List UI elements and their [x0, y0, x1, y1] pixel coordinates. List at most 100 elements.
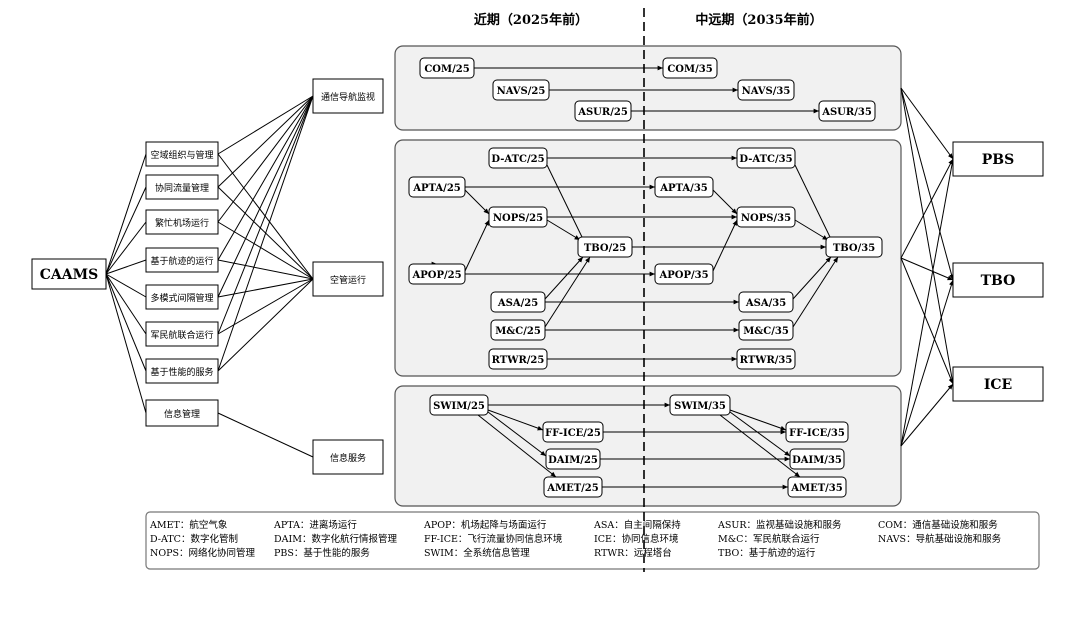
svg-text:军民航联合运行: 军民航联合运行 — [150, 329, 213, 341]
category-domain-connector — [217, 95, 314, 261]
node-amet-35: AMET/35 — [787, 476, 847, 498]
node-apop-25: APOP/25 — [408, 263, 466, 285]
root-category-connector — [105, 186, 147, 275]
category-space-org: 空域组织与管理 — [145, 141, 219, 167]
node-ffice-35: FF-ICE/35 — [785, 421, 849, 443]
node-daim-25: DAIM/25 — [545, 448, 601, 470]
svg-text:协同流量管理: 协同流量管理 — [155, 182, 209, 194]
category-domain-connector — [217, 412, 314, 458]
legend-item: RTWR：远程塔台 — [594, 547, 672, 559]
svg-text:ASA/35: ASA/35 — [745, 298, 786, 309]
node-swim-25: SWIM/25 — [429, 394, 489, 416]
root-category-connector — [105, 273, 147, 335]
svg-text:ASA/25: ASA/25 — [497, 298, 538, 309]
node-ffice-25: FF-ICE/25 — [542, 421, 604, 443]
svg-text:ICE: ICE — [984, 377, 1012, 393]
root-category-connector — [105, 273, 147, 414]
node-nops-35: NOPS/35 — [736, 206, 796, 228]
node-datc-25: D-ATC/25 — [488, 147, 548, 169]
node-asur-25: ASUR/25 — [574, 100, 632, 122]
project-arrow — [544, 256, 584, 300]
category-busy-airport: 繁忙机场运行 — [145, 209, 219, 235]
domain-cns: 通信导航监视 — [312, 78, 384, 114]
svg-text:DAIM/35: DAIM/35 — [792, 455, 842, 466]
domain-atm: 空管运行 — [312, 261, 384, 297]
svg-text:NOPS/25: NOPS/25 — [493, 213, 543, 224]
project-arrow — [794, 219, 829, 241]
legend-item: NAVS：导航基础设施和服务 — [878, 533, 1002, 545]
category-domain-connector — [217, 221, 314, 280]
svg-text:CAAMS: CAAMS — [40, 267, 98, 283]
panel-goal-arrow — [900, 257, 954, 385]
svg-text:通信导航监视: 通信导航监视 — [321, 91, 375, 103]
svg-text:D-ATC/25: D-ATC/25 — [491, 154, 544, 165]
node-tbo-25: TBO/25 — [577, 236, 633, 258]
legend-item: DAIM：数字化航行情报管理 — [274, 533, 397, 545]
category-domain-connector — [217, 95, 314, 372]
category-civil-military: 军民航联合运行 — [145, 321, 219, 347]
category-domain-connector — [217, 278, 314, 298]
near-term-heading: 近期（2025年前） — [474, 12, 588, 28]
svg-text:TBO/25: TBO/25 — [584, 243, 626, 254]
node-amet-25: AMET/25 — [543, 476, 603, 498]
node-asur-35: ASUR/35 — [818, 100, 876, 122]
category-separation-mgmt: 多模式间隔管理 — [145, 284, 219, 310]
svg-text:信息管理: 信息管理 — [164, 408, 200, 420]
legend-item: ICE：协同信息环境 — [594, 533, 679, 545]
category-domain-connector — [217, 95, 314, 298]
svg-text:ASUR/25: ASUR/25 — [577, 107, 628, 118]
category-trajectory-ops: 基于航迹的运行 — [145, 247, 219, 273]
root-category-connector — [105, 153, 147, 275]
node-swim-35: SWIM/35 — [669, 394, 731, 416]
panel-goal-arrow — [900, 158, 954, 259]
legend-item: PBS：基于性能的服务 — [274, 547, 370, 559]
category-info-mgmt: 信息管理 — [145, 399, 219, 427]
legend-panel — [145, 511, 1040, 570]
panel-goal-arrow — [900, 87, 955, 385]
domain-info: 信息服务 — [312, 439, 384, 475]
legend-item: APTA：进离场运行 — [273, 519, 357, 531]
svg-text:DAIM/25: DAIM/25 — [548, 455, 598, 466]
node-rtwr-35: RTWR/35 — [736, 348, 796, 370]
project-arrow — [729, 411, 791, 457]
svg-text:AMET/25: AMET/25 — [546, 483, 599, 494]
svg-text:RTWR/25: RTWR/25 — [492, 355, 545, 366]
legend-item: ASUR：监视基础设施和服务 — [717, 519, 842, 531]
legend-item: TBO：基于航迹的运行 — [718, 547, 816, 559]
category-flow-mgmt: 协同流量管理 — [145, 174, 219, 200]
project-arrow — [477, 414, 557, 478]
category-domain-connector — [217, 278, 314, 335]
node-asa-35: ASA/35 — [738, 291, 794, 313]
root-category-connector — [105, 259, 147, 275]
legend-item: D-ATC：数字化管制 — [150, 533, 238, 545]
svg-text:APTA/35: APTA/35 — [659, 183, 708, 194]
root-category-connector — [105, 221, 147, 275]
legend-item: APOP：机场起降与场面运行 — [423, 519, 547, 531]
category-domain-connector — [217, 278, 314, 372]
svg-text:空域组织与管理: 空域组织与管理 — [150, 149, 213, 161]
project-arrow — [792, 256, 832, 300]
node-com-25: COM/25 — [419, 57, 475, 79]
legend-item: M&C：军民航联合运行 — [718, 533, 820, 545]
project-arrow — [546, 219, 581, 241]
project-link — [546, 164, 583, 238]
node-apop-35: APOP/35 — [654, 263, 714, 285]
project-arrow — [729, 409, 787, 431]
svg-text:APTA/25: APTA/25 — [412, 183, 461, 194]
node-navs-25: NAVS/25 — [492, 79, 550, 101]
node-navs-35: NAVS/35 — [737, 79, 795, 101]
goal-tbo: TBO — [952, 262, 1044, 298]
root-category-connector — [105, 273, 147, 372]
svg-text:基于航迹的运行: 基于航迹的运行 — [150, 255, 213, 267]
svg-text:TBO: TBO — [981, 273, 1016, 289]
svg-text:APOP/35: APOP/35 — [658, 270, 708, 281]
node-tbo-35: TBO/35 — [825, 236, 883, 258]
goal-ice: ICE — [952, 366, 1044, 402]
project-connectors — [464, 65, 839, 490]
svg-text:COM/25: COM/25 — [424, 64, 469, 75]
node-apta-35: APTA/35 — [654, 176, 714, 198]
svg-text:繁忙机场运行: 繁忙机场运行 — [155, 217, 209, 229]
node-nops-25: NOPS/25 — [488, 206, 548, 228]
project-arrow — [712, 219, 738, 272]
